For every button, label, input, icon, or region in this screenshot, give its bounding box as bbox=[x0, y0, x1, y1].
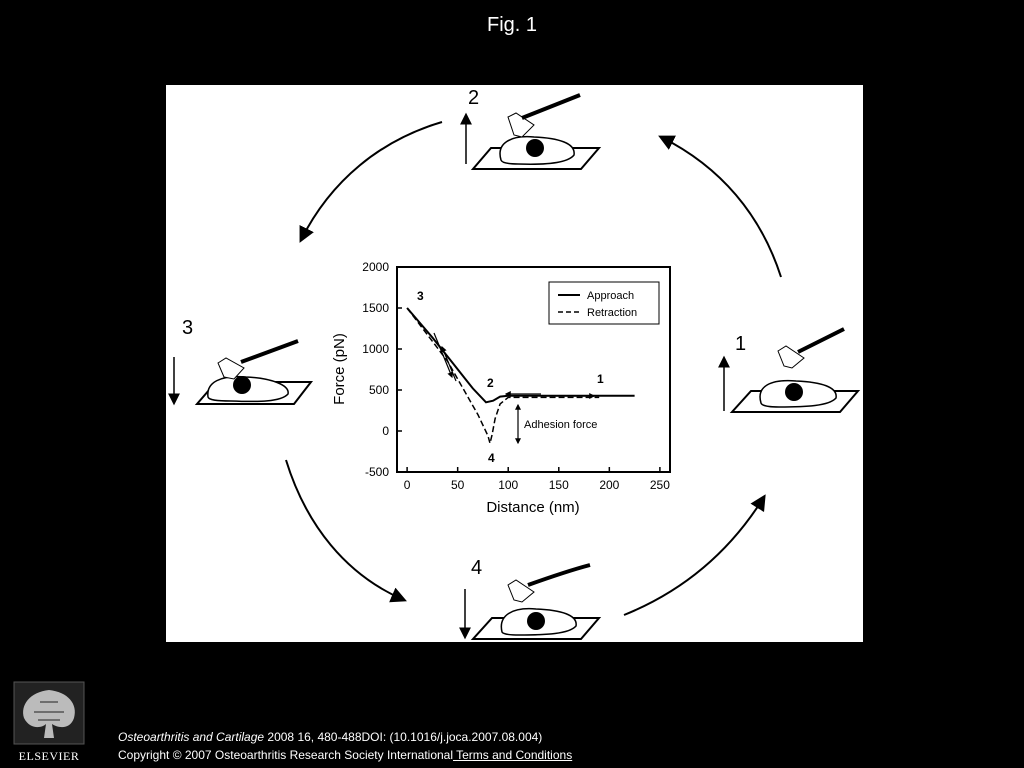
step-2-label: 2 bbox=[468, 87, 479, 109]
y-tick-label: -500 bbox=[365, 465, 389, 479]
x-tick-label: 200 bbox=[599, 478, 619, 492]
annotation-4: 4 bbox=[488, 451, 495, 465]
step-1-label: 1 bbox=[735, 333, 746, 355]
y-tick-label: 1000 bbox=[362, 342, 389, 356]
direction-arrow-down bbox=[433, 332, 453, 379]
cycle-arrow-1-to-2 bbox=[658, 135, 782, 278]
y-tick-label: 1500 bbox=[362, 301, 389, 315]
cantilever-tip bbox=[507, 112, 535, 138]
legend-retraction: Retraction bbox=[587, 307, 637, 319]
x-tick-label: 250 bbox=[650, 478, 670, 492]
elsevier-wordmark: ELSEVIER bbox=[19, 749, 80, 763]
figure-title: Fig. 1 bbox=[486, 14, 538, 36]
citation-reference: 2008 16, 480-488DOI: (10.1016/j.joca.200… bbox=[264, 730, 543, 744]
step-4-illustration: 4 bbox=[459, 557, 602, 640]
x-tick-label: 100 bbox=[498, 478, 518, 492]
copyright-text: Copyright © 2007 Osteoarthritis Research… bbox=[118, 748, 454, 762]
terms-and-conditions-link[interactable]: Terms and Conditions bbox=[453, 748, 573, 762]
journal-name: Osteoarthritis and Cartilage bbox=[118, 730, 265, 744]
step-3-label: 3 bbox=[182, 317, 193, 339]
annotation-3: 3 bbox=[417, 289, 424, 303]
legend-approach: Approach bbox=[587, 290, 634, 302]
cycle-arrow-3-to-4 bbox=[285, 459, 407, 603]
step-1-illustration: 1 bbox=[718, 327, 861, 413]
x-tick-label: 50 bbox=[451, 478, 465, 492]
x-axis-label: Distance (nm) bbox=[486, 499, 579, 516]
chart-legend: Approach Retraction bbox=[548, 281, 660, 325]
x-tick-label: 0 bbox=[404, 478, 411, 492]
direction-arrow-up bbox=[441, 345, 457, 382]
y-tick-label: 0 bbox=[382, 424, 389, 438]
y-axis-label: Force (pN) bbox=[331, 333, 348, 405]
step-2-illustration: 2 bbox=[460, 87, 602, 170]
elsevier-logo: ELSEVIER bbox=[13, 681, 85, 763]
cycle-arrow-4-to-1 bbox=[623, 494, 766, 616]
annotation-2: 2 bbox=[487, 376, 494, 390]
adhesion-force-label: Adhesion force bbox=[524, 419, 597, 431]
y-tick-label: 500 bbox=[369, 383, 389, 397]
cantilever bbox=[521, 93, 581, 120]
step-3-illustration: 3 bbox=[168, 317, 314, 406]
series-retraction-line bbox=[406, 307, 600, 444]
citation-block: Osteoarthritis and Cartilage 2008 16, 48… bbox=[118, 728, 572, 764]
cycle-arrow-2-to-3 bbox=[299, 121, 443, 243]
x-tick-label: 150 bbox=[549, 478, 569, 492]
step-4-label: 4 bbox=[471, 557, 482, 579]
y-tick-label: 2000 bbox=[362, 260, 389, 274]
annotation-1: 1 bbox=[597, 372, 604, 386]
force-distance-chart: -500 0 500 1000 1500 2000 0 50 100 150 200 250 For… bbox=[331, 260, 671, 516]
